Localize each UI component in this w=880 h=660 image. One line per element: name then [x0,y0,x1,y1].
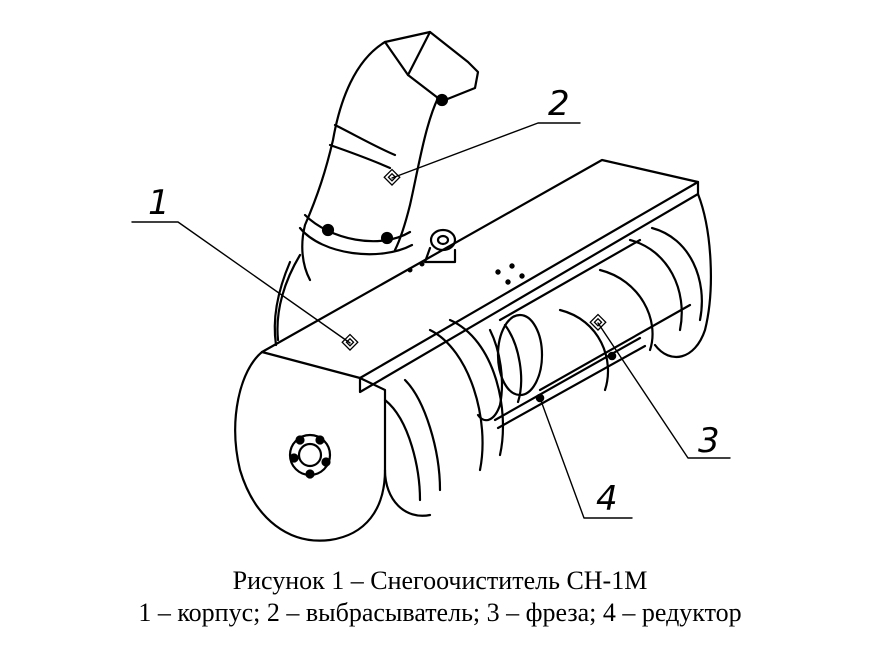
callout-marker-3 [589,313,607,331]
snowblower-drawing: 1 2 3 4 [131,30,731,542]
callout-2: 2 [548,84,570,124]
leader-line-3 [597,322,731,459]
gearbox [476,323,647,430]
leader-line-4 [539,397,633,519]
housing [234,158,712,542]
leader-line-2 [391,122,581,179]
callout-marker-1 [341,333,359,351]
leader-line-1 [131,221,351,344]
callout-1: 1 [148,183,170,223]
caption-title: Рисунок 1 – Снегоочиститель СН-1М [232,566,648,595]
auger [383,226,703,502]
callout-3: 3 [698,421,720,461]
figure-caption: Рисунок 1 – Снегоочиститель СН-1М 1 – ко… [0,565,880,629]
callout-4: 4 [596,479,618,519]
discharge-chute [273,30,480,347]
caption-legend: 1 – корпус; 2 – выбрасыватель; 3 – фреза… [138,598,742,627]
callout-marker-2 [383,168,401,186]
